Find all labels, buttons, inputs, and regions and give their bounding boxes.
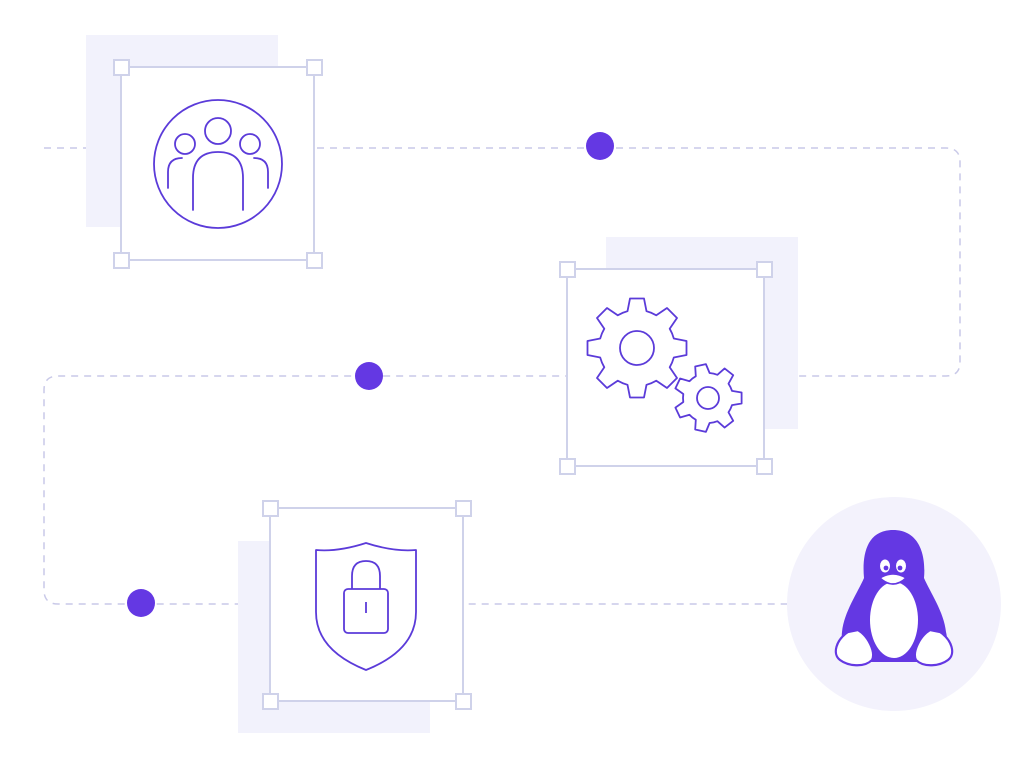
users-group-icon xyxy=(153,99,283,229)
marker-dot-3 xyxy=(127,589,155,617)
gears-icon xyxy=(586,297,743,433)
linux-penguin-icon xyxy=(834,530,954,667)
shield-frame xyxy=(262,500,472,710)
shield-lock-icon xyxy=(315,542,417,671)
gears-frame xyxy=(559,261,773,475)
users-frame xyxy=(113,59,323,269)
marker-dot-2 xyxy=(355,362,383,390)
marker-dot-1 xyxy=(586,132,614,160)
connector-path xyxy=(43,147,961,605)
